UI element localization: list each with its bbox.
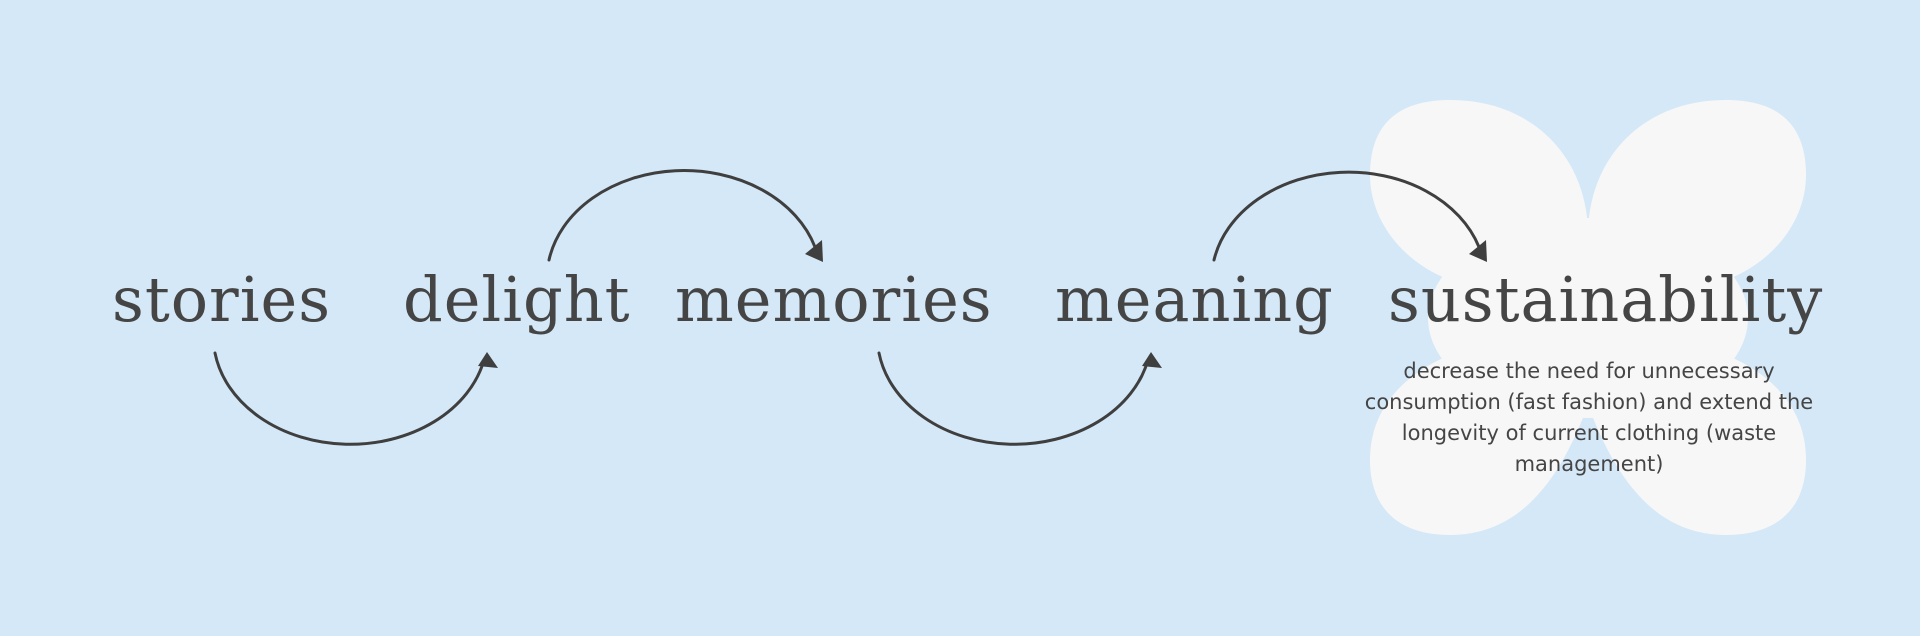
arrow-meaning-to-sustainability (1212, 170, 1481, 262)
arrowhead-delight (478, 352, 498, 368)
node-stories: stories (112, 263, 332, 336)
node-sustainability: sustainability (1388, 263, 1824, 336)
flower-center (1428, 218, 1748, 418)
node-memories: memories (675, 263, 993, 336)
arrowhead-sustainability (1469, 240, 1487, 262)
sustainability-description: decrease the need for unnecessary consum… (1364, 359, 1814, 476)
arrow-delight-to-memories (547, 169, 817, 262)
arrows (213, 169, 1481, 446)
arrowheads (478, 240, 1487, 368)
node-meaning: meaning (1055, 263, 1334, 336)
arrow-stories-to-delight (213, 351, 486, 446)
node-delight: delight (403, 263, 631, 336)
arrowhead-memories (805, 240, 823, 262)
arrow-memories-to-meaning (877, 351, 1150, 446)
flower-shape (1370, 100, 1806, 535)
arrowhead-meaning (1142, 352, 1162, 368)
